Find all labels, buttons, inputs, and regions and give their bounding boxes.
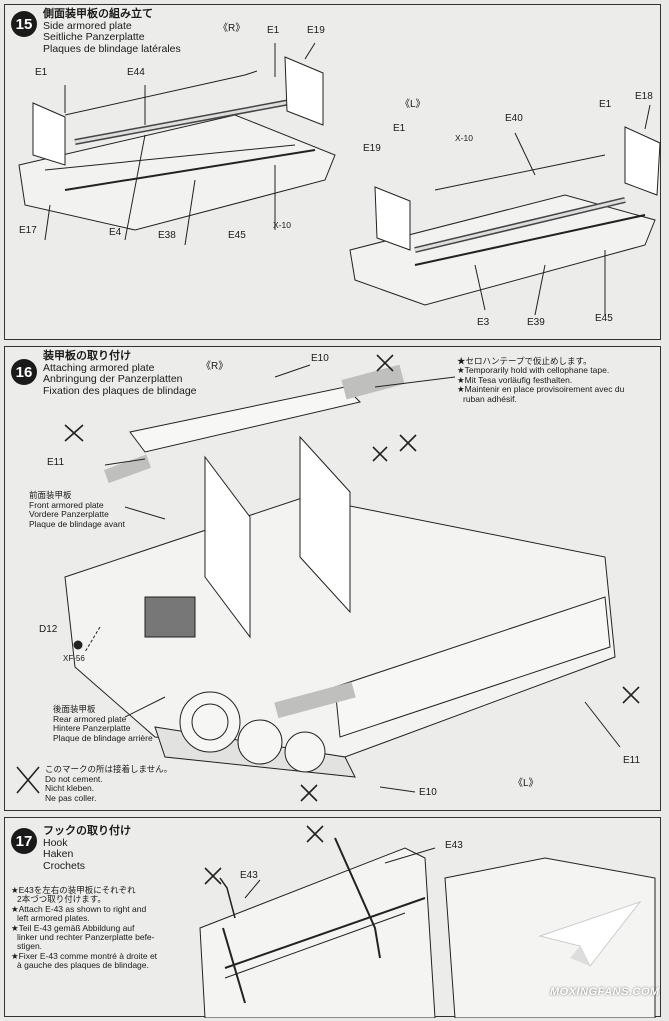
- note-fr: ★Fixer E-43 comme montré à droite et: [11, 950, 158, 961]
- tape-note: ★セロハンテープで仮止めします。 ★Temporarily hold with …: [457, 356, 625, 404]
- front-plate-caption: 前面装甲板 Front armored plate Vordere Panzer…: [29, 490, 125, 529]
- tape-note-fr: ★Maintenir en place provisoirement avec …: [457, 384, 625, 395]
- step-title-block: フックの取り付け Hook Haken Crochets: [43, 825, 131, 872]
- rear-plate-caption: 後面装甲板 Rear armored plate Hintere Panzerp…: [53, 704, 153, 743]
- side-label-left: 《L》: [513, 778, 539, 789]
- part-label: E1: [35, 67, 48, 78]
- part-label: E40: [505, 113, 523, 124]
- title-french: Fixation des plaques de blindage: [43, 384, 197, 397]
- title-japanese: 装甲板の取り付け: [43, 350, 131, 362]
- part-label: E43: [240, 870, 258, 881]
- title-japanese: フックの取り付け: [43, 825, 131, 837]
- title-english: Hook: [43, 836, 68, 849]
- title-japanese: 側面装甲板の組み立て: [43, 8, 153, 20]
- part-label: E10: [311, 353, 329, 364]
- part-label: E1: [599, 99, 612, 110]
- no-cement-legend: このマークの所は接着しません。 Do not cement. Nicht kle…: [45, 764, 173, 803]
- legend-en: Do not cement.: [45, 773, 103, 784]
- title-english: Attaching armored plate: [43, 361, 155, 374]
- caption-jp: 後面装甲板: [53, 704, 96, 714]
- part-label: E11: [623, 755, 641, 766]
- tape-note-de: ★Mit Tesa vorläufig festhalten.: [457, 374, 573, 385]
- note-de: ★Teil E-43 gemäß Abbildung auf: [11, 922, 135, 933]
- caption-jp: 前面装甲板: [29, 490, 72, 500]
- part-label: E1: [393, 123, 406, 134]
- title-german: Haken: [43, 848, 74, 860]
- part-label: E4: [109, 227, 122, 238]
- note-de-cont: stigen.: [17, 941, 43, 952]
- caption-en: Rear armored plate: [53, 713, 127, 724]
- part-label: E11: [47, 457, 65, 468]
- part-label: X-10: [273, 220, 291, 230]
- part-label: E43: [445, 840, 463, 851]
- step-title-block: 側面装甲板の組み立て Side armored plate Seitliche …: [43, 8, 181, 55]
- step-number-badge: 16: [11, 359, 37, 385]
- part-label: D12: [39, 624, 58, 635]
- part-label: E10: [419, 787, 437, 798]
- part-label: E45: [595, 313, 613, 324]
- title-english: Side armored plate: [43, 19, 132, 32]
- caption-de: Hintere Panzerplatte: [53, 723, 131, 734]
- hook-note: ★E43を左右の装甲板にそれぞれ 2本づつ取り付けます。 ★Attach E-4…: [11, 885, 181, 971]
- side-label-left: 《L》: [400, 99, 426, 110]
- note-jp-cont: 2本づつ取り付けます。: [17, 894, 106, 905]
- side-label-right: 《R》: [218, 23, 246, 34]
- note-fr-cont: à gauche des plaques de blindage.: [17, 960, 149, 971]
- step-17-drawing: [199, 825, 656, 1018]
- part-label: E3: [477, 317, 490, 328]
- step-16-drawing: [16, 354, 640, 802]
- note-jp: ★E43を左右の装甲板にそれぞれ: [11, 885, 136, 895]
- part-label: E39: [527, 317, 545, 328]
- tape-note-en: ★Temporarily hold with cellophane tape.: [457, 365, 610, 376]
- part-label: E17: [19, 225, 37, 236]
- step-16-panel: 16 装甲板の取り付け Attaching armored plate Anbr…: [4, 346, 661, 811]
- part-label: E45: [228, 230, 246, 241]
- part-label: E44: [127, 67, 145, 78]
- caption-fr: Plaque de blindage arrière: [53, 732, 153, 743]
- paint-label: XF-56: [63, 654, 85, 663]
- step-number-badge: 15: [11, 11, 37, 37]
- caption-en: Front armored plate: [29, 499, 104, 510]
- tape-note-fr-cont: ruban adhésif.: [463, 393, 517, 404]
- part-label: E19: [363, 143, 381, 154]
- step-15-drawing: [18, 42, 661, 316]
- part-label: X-10: [455, 133, 473, 143]
- title-french: Crochets: [43, 859, 86, 872]
- step-number-badge: 17: [11, 828, 37, 854]
- title-german: Anbringung der Panzerplatten: [43, 373, 183, 385]
- side-label-right: 《R》: [201, 361, 229, 372]
- note-en: ★Attach E-43 as shown to right and: [11, 903, 147, 914]
- note-en-cont: left armored plates.: [17, 913, 90, 924]
- title-german: Seitliche Panzerplatte: [43, 31, 145, 43]
- legend-de: Nicht kleben.: [45, 783, 95, 794]
- title-french: Plaques de blindage latérales: [43, 42, 181, 55]
- note-de-cont: linker und rechter Panzerplatte befe-: [17, 932, 155, 943]
- part-label: E1: [267, 25, 280, 36]
- legend-fr: Ne pas coller.: [45, 792, 97, 803]
- caption-de: Vordere Panzerplatte: [29, 509, 109, 520]
- step-title-block: 装甲板の取り付け Attaching armored plate Anbring…: [43, 350, 197, 397]
- tape-note-jp: ★セロハンテープで仮止めします。: [457, 356, 592, 366]
- legend-jp: このマークの所は接着しません。: [45, 764, 173, 774]
- part-label: E18: [635, 91, 653, 102]
- step-15-panel: 15 側面装甲板の組み立て Side armored plate Seitlic…: [4, 4, 661, 340]
- site-watermark: MOXINGFANS.COM: [550, 986, 660, 998]
- part-label: E19: [307, 25, 325, 36]
- step-17-panel: 17 フックの取り付け Hook Haken Crochets ★E43を左右の…: [4, 817, 661, 1018]
- caption-fr: Plaque de blindage avant: [29, 518, 125, 529]
- part-label: E38: [158, 230, 176, 241]
